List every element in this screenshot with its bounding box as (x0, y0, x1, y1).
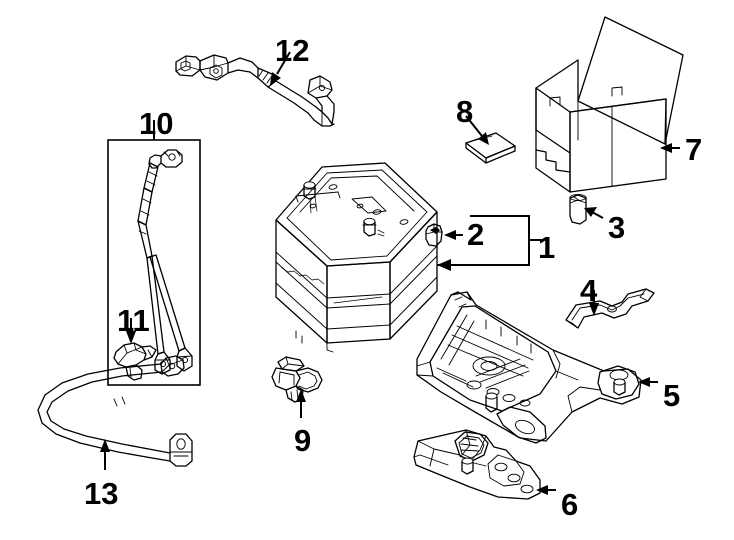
callout-label-3: 3 (608, 210, 626, 245)
leader-7 (660, 143, 680, 153)
callout-label-4: 4 (580, 273, 598, 308)
callout-label-7: 7 (685, 132, 703, 167)
leader-1 (437, 215, 544, 271)
callout-label-12: 12 (275, 33, 310, 68)
callout-label-1: 1 (538, 230, 556, 265)
leader-2 (444, 230, 463, 240)
part-insulation-pad (465, 132, 516, 164)
leader-9 (296, 389, 306, 418)
part-battery-tray-support-bracket (413, 429, 541, 500)
part-cable-retainer-clip (271, 356, 323, 403)
part-battery-cover-box (535, 16, 684, 193)
callout-label-9: 9 (294, 423, 312, 458)
callout-label-13: 13 (84, 476, 119, 511)
callout-label-5: 5 (663, 378, 681, 413)
part-positive-battery-cable-assembly (137, 149, 193, 375)
leader-13 (100, 439, 110, 470)
part-negative-battery-cable (175, 54, 335, 127)
callout-label-8: 8 (456, 94, 474, 129)
part-battery-hold-down-clamp (565, 288, 655, 329)
callout-label-2: 2 (467, 217, 485, 252)
callout-label-11: 11 (117, 303, 150, 338)
leader-8 (465, 115, 489, 145)
leader-5 (638, 377, 658, 387)
callout-label-6: 6 (561, 487, 579, 522)
callout-label-10: 10 (139, 106, 174, 141)
leader-11 (126, 318, 136, 344)
part-battery-cap-plug (569, 194, 587, 225)
part-battery-tray (416, 291, 642, 444)
leader-4 (589, 290, 599, 316)
part-battery (275, 162, 438, 353)
leader-12 (270, 51, 291, 85)
leader-6 (536, 485, 556, 495)
leader-3 (584, 207, 604, 219)
part-battery-vent-plug (425, 223, 443, 247)
part-ground-cable (37, 355, 193, 467)
part-cable-terminal-end (113, 342, 157, 381)
